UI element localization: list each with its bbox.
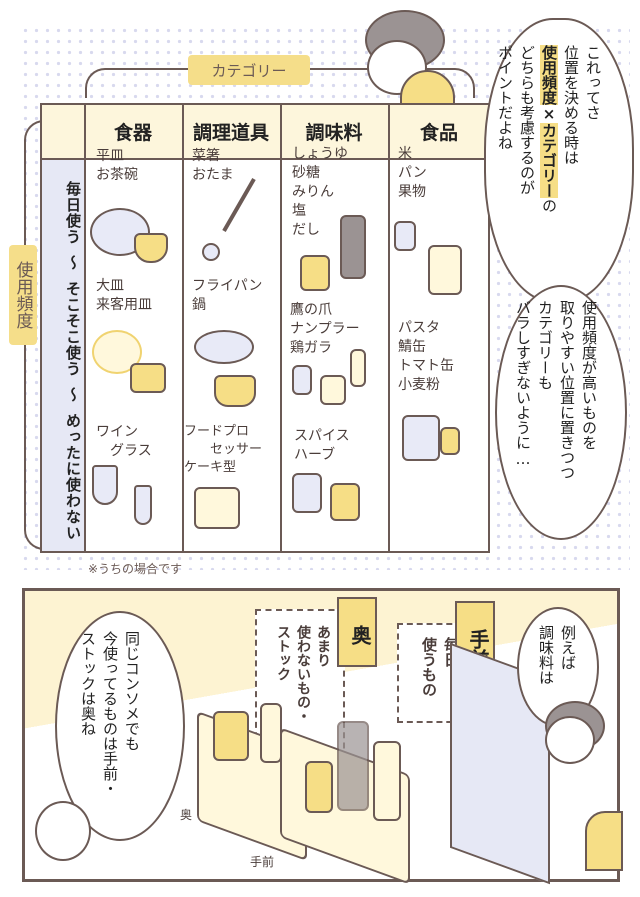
text-line: 調味料は [537,625,555,685]
text-line: 例えば [559,625,577,670]
spice-jars-illustration [292,473,322,513]
column-header-seasonings: 調味料 [280,105,388,160]
text-line: バラしすぎないように… [514,300,532,468]
fish-sauce-bottle-illustration [350,349,366,387]
jar-illustration [305,761,333,813]
cell-dishes-rarely: ワイン グラス [96,424,152,459]
times-sign: × [540,105,558,123]
column-divider [84,105,86,551]
rice-bag-illustration [428,245,462,295]
text-line: 取りやすい位置に置きつつ [558,300,576,480]
plate-illustration [90,208,150,256]
cell-foods-daily: 米 パン 果物 [398,146,427,200]
axis-label-front: 手前 [250,855,275,869]
column-divider [182,105,184,551]
speech-bubble-frequency-tip [495,285,627,540]
text-line: あまり [315,625,331,667]
text-line: 今使ってるものは手前・ [101,631,119,796]
pot-illustration [214,375,256,407]
text-line: ポイントだよね [496,45,514,150]
row-label-rarely: めったに使わない [64,412,82,541]
highlight-category: カテゴリー [540,123,558,198]
text-line: 同じコンソメでも [123,631,141,751]
bread-illustration [394,221,416,251]
text-line: 位置を決める時は [562,45,580,165]
cell-tools-daily: 菜箸 おたま [192,148,234,183]
axis-label-back: 奥 [180,808,193,822]
vinegar-bottle-illustration [373,741,401,821]
footnote: ※うちの場合です [88,562,183,576]
text-line: ストックは奥ね [79,631,97,736]
highlight-frequency: 使用頻度 [540,45,558,105]
category-label: カテゴリー [188,55,310,85]
cell-dishes-daily: 平皿 お茶碗 [96,148,138,183]
header-corner [42,105,84,160]
row-label-sometimes: そこそこ使う [64,280,82,377]
column-header-foods: 食品 [388,105,490,160]
chicken-stock-pack-illustration [320,375,346,405]
wine-glass-illustration [92,465,118,505]
frequency-label: 使用頻度 [9,245,37,345]
row-label-daily: 毎日使う [64,180,82,245]
row-label-separator: 〜 [64,386,82,403]
cell-seasonings-rarely: スパイス ハーブ [294,428,350,463]
column-divider [388,105,390,551]
soy-sauce-bottle-illustration [337,721,369,811]
speech-text: 例えば 調味料は [535,625,579,715]
cell-seasonings-daily: しょうゆ 砂糖 みりん 塩 だし [292,146,348,238]
speech-text: これってさ 位置を決める時は 使用頻度×カテゴリーの どちらも考慮するのが ポイ… [494,45,604,295]
woman-face-illustration [545,716,595,764]
text-line: ストック [275,625,291,681]
row-label-separator: 〜 [64,254,82,271]
cell-seasonings-sometimes: 鷹の爪 ナンプラー 鶏ガラ [290,302,360,356]
dashi-pack-illustration [300,255,330,291]
soy-sauce-bottle-illustration [340,215,366,279]
stacked-plates-illustration [130,363,166,393]
text-line: の [540,198,558,213]
cell-dishes-sometimes: 大皿 来客用皿 [96,278,152,313]
consomme-pack-illustration [213,711,249,761]
herb-packs-illustration [330,483,360,521]
cell-tools-rarely: フードプロ セッサー ケーキ型 [184,424,263,475]
bottom-comic-panel: 同じコンソメでも 今使ってるものは手前・ ストックは奥ね あまり 使わないもの・… [22,588,623,885]
column-divider [280,105,282,551]
food-processor-illustration [194,487,240,529]
woman-illustration [355,10,455,110]
chopsticks-illustration [222,178,256,232]
text-line: 使用頻度が高いものを [580,300,598,450]
text-line: カテゴリーも [536,300,554,390]
frequency-row-label: 毎日使う〜そこそこ使う〜めったに使わない [42,160,84,551]
speech-bubble-consomme [55,611,185,841]
cell-foods-sometimes: パスタ 鯖缶 トマト缶 小麦粉 [398,320,454,393]
back-label: 奥 [337,597,377,667]
ladle-illustration [202,243,220,261]
column-header-tools: 調理道具 [182,105,280,160]
bottle-illustration [260,703,282,763]
frying-pan-illustration [194,330,254,364]
flour-bag-illustration [402,415,440,461]
category-frequency-table: 食器 調理道具 調味料 食品 毎日使う〜そこそこ使う〜めったに使わない 平皿 お… [40,103,490,553]
text-line: 使うもの [420,637,438,697]
spice-jar-illustration [292,365,312,395]
rice-bowl-illustration [134,233,168,263]
column-header-dishes: 食器 [84,105,182,160]
speech-text: 同じコンソメでも 今使ってるものは手前・ ストックは奥ね [77,631,143,831]
cell-tools-sometimes: フライパン 鍋 [192,278,263,313]
canned-food-illustration [440,427,460,455]
text-line: 使わないもの・ [295,625,311,723]
speech-text: 使用頻度が高いものを 取りやすい位置に置きつつ カテゴリーも バラしすぎないよう… [512,300,600,530]
text-line: どちらも考慮するのが [518,45,536,195]
woman-arm-illustration [585,811,623,871]
champagne-glass-illustration [134,485,152,525]
text-line: これってさ [584,45,602,120]
frog-mascot-illustration [35,801,91,861]
